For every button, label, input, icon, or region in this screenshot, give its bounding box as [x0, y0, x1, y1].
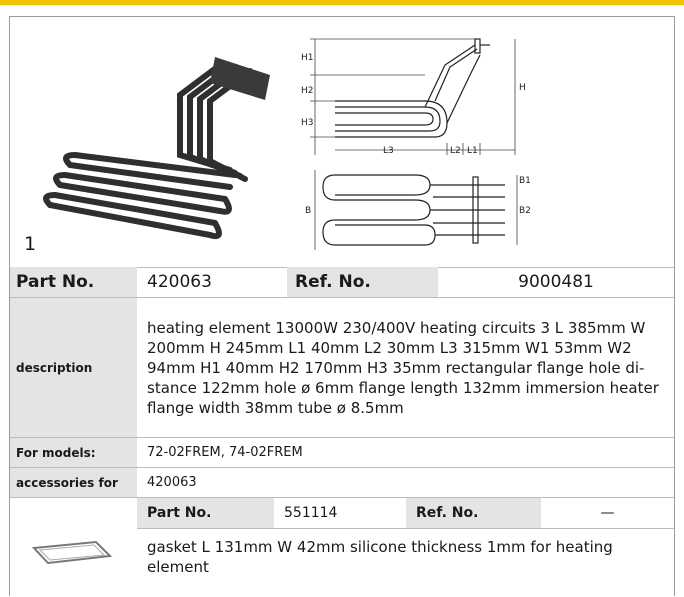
part-number-label: Part No. — [10, 267, 137, 297]
label-b1: B1 — [519, 176, 531, 186]
part-number-value: 420063 — [147, 272, 212, 292]
accessories-value: 420063 — [147, 475, 197, 490]
accessory-part-label: Part No. — [137, 498, 274, 528]
models-label: For models: — [10, 438, 137, 467]
dimension-diagram: H1 H2 H3 H L3 L2 L1 B B1 B2 — [301, 38, 531, 250]
accessories-label: accessories for — [10, 468, 137, 497]
accessory-ref-label: Ref. No. — [406, 498, 541, 528]
gasket-thumbnail-icon — [31, 540, 113, 565]
label-b2: B2 — [519, 206, 531, 216]
ref-number-value: 9000481 — [518, 272, 594, 292]
product-image-area: H1 H2 H3 H L3 L2 L1 B B1 B2 1 — [10, 17, 674, 268]
label-l2: L2 — [450, 146, 461, 156]
accessory-part-value: 551114 — [284, 505, 338, 521]
models-row: For models: 72-02FREM, 74-02FREM — [10, 438, 674, 468]
accessories-row: accessories for 420063 — [10, 468, 674, 498]
product-card: H1 H2 H3 H L3 L2 L1 B B1 B2 1 Part No. 4… — [9, 16, 675, 596]
accessory-description: gasket L 131mm W 42mm silicone thickness… — [147, 538, 613, 576]
label-h: H — [519, 83, 526, 93]
label-h1: H1 — [301, 53, 314, 63]
description-row: description heating element 13000W 230/4… — [10, 298, 674, 438]
top-accent-bar — [0, 0, 684, 5]
ref-number-label: Ref. No. — [287, 267, 438, 297]
label-b: B — [305, 206, 311, 216]
description-text: heating element 13000W 230/400V heating … — [147, 318, 659, 417]
accessory-header: Part No. 551114 Ref. No. — — [137, 498, 674, 529]
label-l3: L3 — [383, 146, 394, 156]
accessory-ref-value: — — [600, 505, 615, 521]
label-l1: L1 — [467, 146, 478, 156]
accessory-item: Part No. 551114 Ref. No. — gasket L 131m… — [10, 498, 674, 597]
description-label: description — [10, 298, 137, 437]
part-number-row: Part No. 420063 Ref. No. 9000481 — [10, 267, 674, 298]
image-number: 1 — [24, 233, 37, 255]
models-value: 72-02FREM, 74-02FREM — [147, 445, 303, 460]
heating-element-photo — [43, 57, 270, 240]
label-h3: H3 — [301, 118, 314, 128]
label-h2: H2 — [301, 86, 314, 96]
